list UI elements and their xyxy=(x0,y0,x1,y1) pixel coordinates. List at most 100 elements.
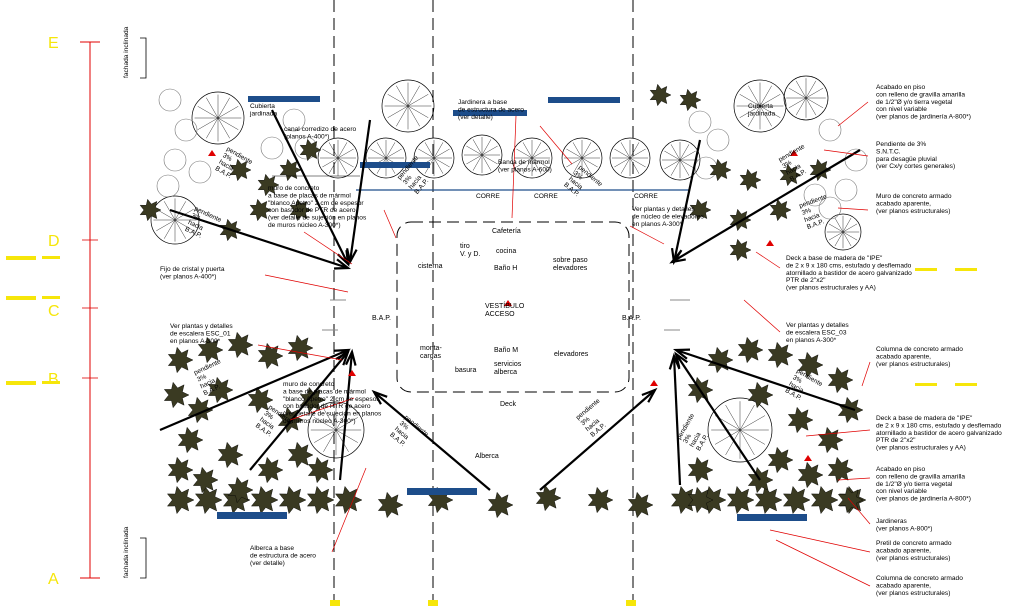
room-bano-h: Baño H xyxy=(494,265,517,272)
text-line: (ver planos A-800*) xyxy=(876,525,932,532)
shrub-symbol xyxy=(787,406,814,434)
leader-line xyxy=(823,149,869,157)
shrub-symbol xyxy=(535,484,562,512)
arrow-head xyxy=(333,258,352,270)
shrub-symbol xyxy=(287,334,314,362)
text-line: a base de placas de mármol xyxy=(283,388,366,395)
room-deck: Deck xyxy=(500,401,516,408)
shrub-symbol xyxy=(837,486,864,514)
corre-label-2: CORRE xyxy=(534,193,558,200)
dimension-line-left xyxy=(80,41,100,579)
text-line: alberca xyxy=(494,369,517,376)
text-line: en planos A-300* xyxy=(632,221,683,228)
shrub-symbol xyxy=(257,342,284,370)
arrow-head xyxy=(641,387,658,403)
room-alberca: Alberca xyxy=(475,453,499,460)
text-line: Cubierta xyxy=(250,103,275,110)
text-line: Pendiente de 3% xyxy=(876,141,926,148)
text-line: Acabado en piso xyxy=(876,466,925,473)
shrub-symbol xyxy=(767,446,794,474)
shrub-symbol xyxy=(726,485,755,515)
shrub-symbol xyxy=(192,466,219,494)
text-line: canal corredizo de acero xyxy=(284,126,357,133)
slope-label: pendiente3%haciaB.A.P. xyxy=(388,414,429,455)
arrow-line xyxy=(675,348,856,412)
text-line: (ver planos de jardinería A-800*) xyxy=(876,114,971,121)
grid-row-b: B xyxy=(48,371,59,388)
arrow-line xyxy=(169,208,349,270)
tree-symbol xyxy=(381,79,435,133)
text-line: (ver detalle) xyxy=(458,114,493,121)
text-line: en planos A-300* xyxy=(170,338,221,345)
text-line: PTR de 2"x2" xyxy=(876,437,916,444)
text-line: de 2 x 9 x 180 cms, estufado y desflemad… xyxy=(786,262,912,269)
axis-lines xyxy=(333,0,634,611)
note-banca-marmol: Banca de mármol(ver planos A-600) xyxy=(498,159,552,173)
leader-line xyxy=(383,209,397,239)
shrub-symbol xyxy=(767,341,794,369)
text-line: (ver planos estructurales) xyxy=(876,590,950,597)
note-jardineras: Jardineras(ver planos A-800*) xyxy=(876,518,932,532)
text-line: muro de concreto xyxy=(268,185,320,192)
shrub-symbol xyxy=(739,168,762,192)
text-line: Fijo de cristal y puerta xyxy=(160,266,225,273)
text-line: Columna de concreto armado xyxy=(876,346,963,353)
hedge-circle xyxy=(174,118,198,142)
grid-row-a: A xyxy=(48,571,59,588)
shrub-symbol xyxy=(177,426,204,454)
tree-symbol xyxy=(461,134,503,176)
text-line: con relleno de gravilla amarilla xyxy=(876,91,965,98)
shrub-symbol xyxy=(587,486,614,514)
leader-line xyxy=(805,429,871,437)
text-line: (ver Cx/y cortes generales) xyxy=(876,163,955,170)
shrub-symbol xyxy=(257,173,280,197)
text-line: "blanco Apetro" 2 cm de espesor xyxy=(283,396,379,403)
hedge-circle xyxy=(282,108,306,132)
shrub-symbol xyxy=(278,485,307,515)
tree-symbol xyxy=(824,213,862,251)
leader-line xyxy=(629,225,665,245)
text-line: Columna de concreto armado xyxy=(876,575,963,582)
leader-line xyxy=(264,274,349,293)
bap-right: B.A.P. xyxy=(622,315,641,322)
notes-right: Acabado en piso con relleno de gravilla a… xyxy=(786,84,1002,597)
text-line: muro de concreto xyxy=(283,381,335,388)
note-fijo: Fijo de cristal y puerta(ver planos A-40… xyxy=(160,266,225,280)
text-line: Cubierta xyxy=(748,103,773,110)
leader-line xyxy=(775,539,871,587)
arrow-head xyxy=(335,349,351,366)
text-line: de 2 x 9 x 180 cms, estufado y desflemad… xyxy=(876,422,1002,429)
shrub-symbol xyxy=(810,485,839,515)
leader-line xyxy=(289,397,355,421)
shrub-symbol xyxy=(299,138,322,162)
text-line: sobre paso xyxy=(553,257,588,264)
tree-symbol xyxy=(659,139,701,181)
text-line: a base de placas de mármol xyxy=(268,192,351,199)
arrow-line xyxy=(675,353,761,481)
shrub-symbol xyxy=(737,336,764,364)
text-line: ACCESO xyxy=(485,311,515,318)
text-line: de estructura de acero xyxy=(458,106,524,113)
room-elevadores: elevadores xyxy=(554,351,589,358)
text-line: acabado aparente, xyxy=(876,547,931,554)
shrub-symbol xyxy=(139,198,162,222)
tree-symbol xyxy=(707,397,773,463)
corre-label-1: CORRE xyxy=(476,193,500,200)
grid-row-d: D xyxy=(48,233,60,250)
note-deck-1: Deck a base de madera de "IPE"de 2 x 9 x… xyxy=(786,255,912,292)
tree-symbol xyxy=(317,137,359,179)
text-line: con nivel variable xyxy=(876,106,927,113)
